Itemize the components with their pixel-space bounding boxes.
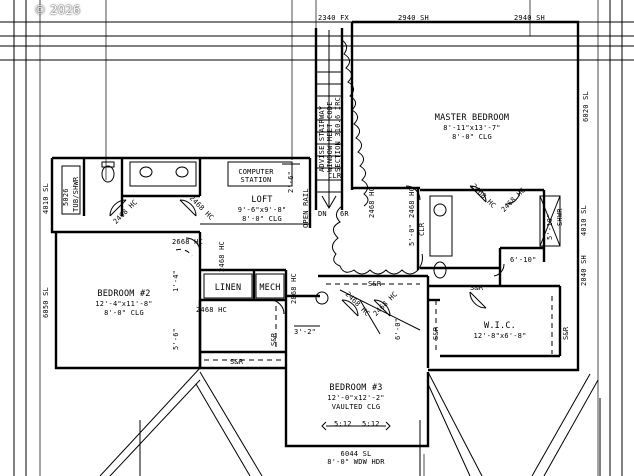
window-label-top-3: 2940 SH	[514, 14, 545, 22]
copyright-watermark: © 2026	[34, 3, 81, 17]
shelf-rod-label-hall: S&R	[368, 280, 382, 288]
loft-name: LOFT	[251, 195, 273, 205]
window-header-bed3: 8'-0" WDW HDR	[327, 458, 385, 466]
dimension-1-4: 1'-4"	[172, 269, 180, 292]
stair-risers-label: 6R	[340, 210, 349, 218]
dimension-6-10: 6'-10"	[510, 256, 537, 264]
tub-shower-label: TUB/SHWR	[72, 176, 80, 212]
bedroom-3-ceiling: VAULTED CLG	[331, 403, 381, 411]
shelf-rod-label-wic-right: S&R	[562, 326, 570, 340]
door-label-master-entry: 2468 HC	[368, 187, 376, 218]
master-clear-label: CLR	[418, 222, 426, 236]
shelf-rod-label-bed2: S&R	[230, 358, 244, 366]
open-rail-label: OPEN RAIL	[302, 188, 310, 228]
roof-pitch-right: 5:12	[362, 420, 380, 428]
wic-name: W.I.C.	[484, 321, 516, 331]
dimension-5-6: 5'-6"	[172, 327, 180, 350]
door-label-bed2-side: 2468 HC	[218, 241, 226, 272]
shower-dims-label: 5'-10"	[546, 213, 554, 241]
bedroom-2-dims: 12'-4"x11'-8"	[95, 300, 153, 308]
loft-dims: 9'-6"x9'-8"	[237, 206, 287, 214]
shelf-rod-label-bed2-closet: S&R	[270, 332, 278, 346]
staircase	[314, 28, 344, 210]
exterior-walls	[50, 20, 580, 448]
shelf-and-rod-lines	[204, 275, 553, 361]
door-label-master-bath: 2468 HC	[408, 187, 416, 218]
door-swings	[109, 185, 521, 317]
shower-label: SHWR	[556, 208, 564, 226]
loft-ceiling: 8'-0" CLG	[242, 215, 282, 223]
window-label-top-1: 2340 FX	[318, 14, 349, 22]
stair-down-label: DN	[318, 210, 327, 218]
computer-station-line-2: STATION	[240, 176, 272, 184]
window-label-right-upper: 4010 SL	[580, 205, 588, 236]
shelf-rod-label-wic-top: S&R	[470, 284, 484, 292]
bedroom-3-dims: 12'-0"x12'-2"	[327, 394, 385, 402]
door-label-mech: 2868 HC	[290, 273, 298, 304]
wic-dims: 12'-8"x6'-8"	[473, 332, 527, 340]
window-label-bed3: 6044 SL	[340, 450, 372, 458]
tub-size-label: 5026	[62, 188, 70, 206]
mech-room-label: MECH	[259, 283, 281, 293]
shelf-rod-label-wic-left: S&R	[432, 326, 440, 340]
dimension-5-0: 5'-0"	[408, 223, 416, 246]
stair-note-line-3: SECTION 310.6 IRC	[334, 96, 342, 172]
interior-walls	[82, 158, 562, 368]
dimension-lines	[200, 163, 421, 431]
stair-note-line-1: ADVISE STAIRWAY	[318, 105, 326, 172]
master-bedroom-dims: 8'-11"x13'-7"	[443, 124, 501, 132]
window-label-master-side: 6020 SL	[582, 91, 590, 122]
dimension-3-2: 3'-2"	[294, 328, 317, 336]
computer-station-line-1: COMPUTER	[238, 168, 274, 176]
bedroom-2-ceiling: 8'-0" CLG	[104, 309, 144, 317]
master-bedroom-name: MASTER BEDROOM	[434, 113, 510, 123]
door-label-loft: 2668 HC	[172, 238, 203, 246]
window-label-top-2: 2940 SH	[398, 14, 429, 22]
window-label-bed2: 6050 SL	[42, 287, 50, 318]
stair-note-line-2: WINDOW MEET CODE	[326, 101, 334, 172]
revision-cloud	[332, 39, 423, 275]
dimension-2-6: 2'-6"	[287, 170, 296, 194]
roof-lines	[99, 367, 601, 476]
bedroom-2-name: BEDROOM #2	[97, 289, 151, 299]
stair-clear-label: CLR	[328, 172, 342, 180]
roof-pitch-left: 5:12	[334, 420, 352, 428]
master-bedroom-ceiling: 8'-0" CLG	[452, 133, 492, 141]
window-label-right-lower: 2040 SH	[580, 255, 588, 286]
window-label-left-upper: 4010 SL	[42, 183, 50, 214]
door-label-bed2: 2468 HC	[196, 306, 227, 314]
linen-closet-label: LINEN	[214, 283, 242, 293]
bathroom-fixtures	[61, 161, 561, 299]
bedroom-3-name: BEDROOM #3	[329, 383, 383, 393]
dimension-6-0: 6'-0"	[394, 317, 402, 340]
